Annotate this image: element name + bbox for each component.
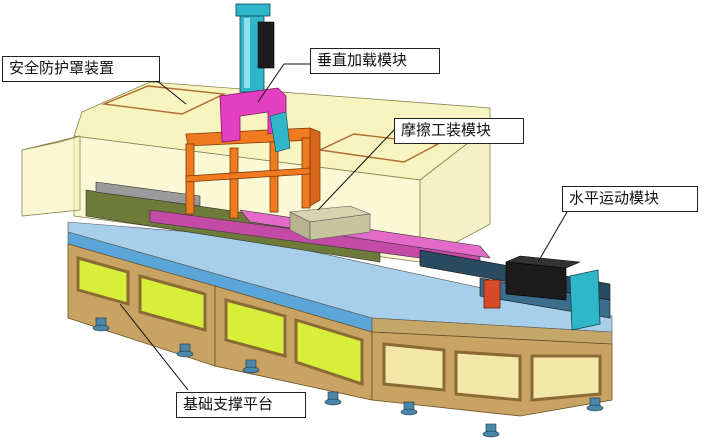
label-safety-cover: 安全防护罩装置 [2,56,160,82]
frame-left [67,243,216,367]
label-friction-fixture: 摩擦工装模块 [394,118,524,144]
horizontal-motor [505,261,567,301]
vertical-motor [257,21,275,69]
leveling-feet [92,317,604,438]
friction-fixture-module [288,205,372,241]
label-vertical-loading: 垂直加载模块 [310,48,440,74]
vertical-loading-module [219,3,291,153]
cover-window-left [101,85,227,115]
label-horizontal-motion: 水平运动模块 [562,186,698,212]
cover-right [419,125,491,263]
loading-bracket [219,87,287,143]
horizontal-motion-module [419,249,611,331]
label-base-platform: 基础支撑平台 [176,392,306,418]
red-carriage [483,279,501,309]
base-support-platform [67,221,613,438]
motor-end-cap [569,269,601,331]
frame-right [371,331,613,417]
cover-window-right [317,133,441,163]
